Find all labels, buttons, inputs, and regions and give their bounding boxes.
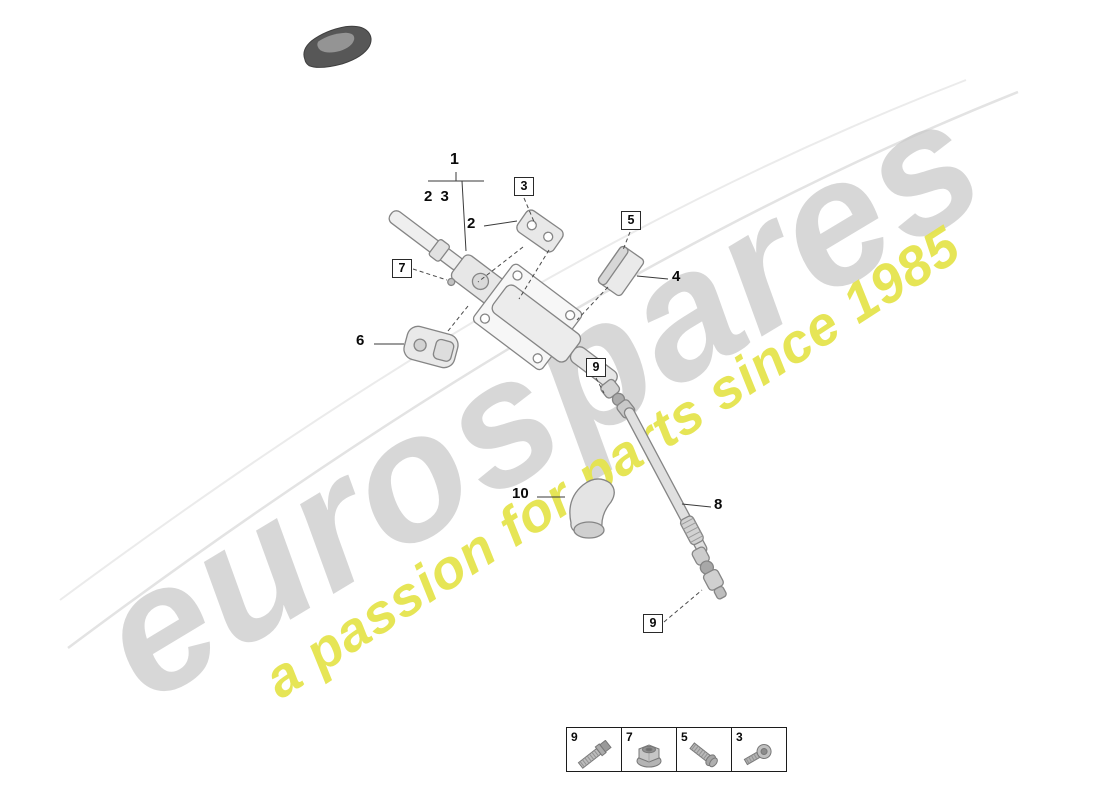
flange-nut-icon [636,744,662,768]
legend-number-7: 7 [626,730,633,744]
leader-lines [374,172,712,508]
callout-1: 1 [450,151,459,168]
callout-6: 6 [356,332,365,349]
legend-cell-3: 3 [731,727,787,772]
steering-column-drawing [388,209,727,600]
hex-bolt-icon [689,742,718,768]
part-8-intermediate-shaft [623,407,708,555]
part-2-clamp [516,209,564,253]
legend-number-3: 3 [736,730,743,744]
callout-4: 4 [672,268,681,285]
legend-cell-7: 7 [621,727,677,772]
callout-7-boxed: 7 [392,259,412,278]
legend-number-9: 9 [571,730,578,744]
flange-bolt-icon [577,740,612,769]
fastener-legend: 9 7 5 [566,727,787,772]
part-column-main [388,210,618,388]
car-silhouette-icon [303,25,372,68]
callout-9-lower-boxed: 9 [643,614,663,633]
part-10-boot [569,478,615,539]
callout-8: 8 [714,496,723,513]
part-6-bracket [403,325,459,369]
legend-number-5: 5 [681,730,688,744]
legend-cell-9: 9 [566,727,622,772]
pan-head-screw-icon [743,744,772,766]
callout-2-3: 2 3 [424,188,449,205]
callout-10: 10 [512,485,529,502]
part-4-bracket-plate [597,245,645,297]
reference-dashed-lines [412,197,703,623]
legend-cell-5: 5 [676,727,732,772]
callout-9-upper-boxed: 9 [586,358,606,377]
lower-universal-joint [691,546,727,600]
upper-universal-joint [600,378,636,419]
callout-5-boxed: 5 [621,211,641,230]
callout-2: 2 [467,215,476,232]
callout-3-boxed: 3 [514,177,534,196]
